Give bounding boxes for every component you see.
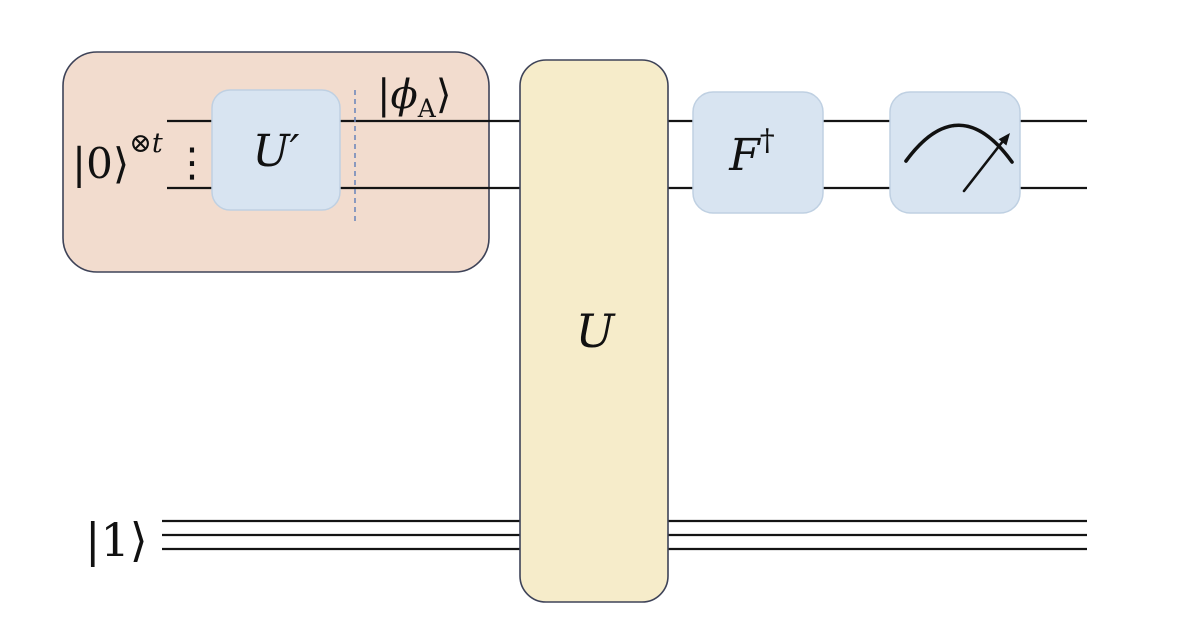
meter-needle bbox=[962, 139, 1005, 193]
gate-f-dagger-label: F† bbox=[728, 123, 775, 181]
gate-u-box bbox=[519, 59, 669, 603]
gate-u-prime-box bbox=[211, 89, 341, 211]
vertical-ellipsis: ⋮ bbox=[172, 140, 212, 186]
gate-u-label: U bbox=[576, 304, 617, 358]
meter-arc bbox=[904, 123, 1014, 164]
gate-u-prime-label: U′ bbox=[252, 126, 299, 177]
gate-f-dagger-box bbox=[692, 91, 824, 214]
meter-arrowhead bbox=[998, 133, 1010, 146]
ancilla-register-label: |0⟩⊗t bbox=[72, 128, 163, 188]
input-one-label: |1⟩ bbox=[85, 513, 148, 567]
state-phi-label: |ϕA⟩ bbox=[377, 72, 451, 123]
measurement-meter-icon bbox=[904, 123, 1014, 193]
measurement-gate-box bbox=[889, 91, 1021, 214]
